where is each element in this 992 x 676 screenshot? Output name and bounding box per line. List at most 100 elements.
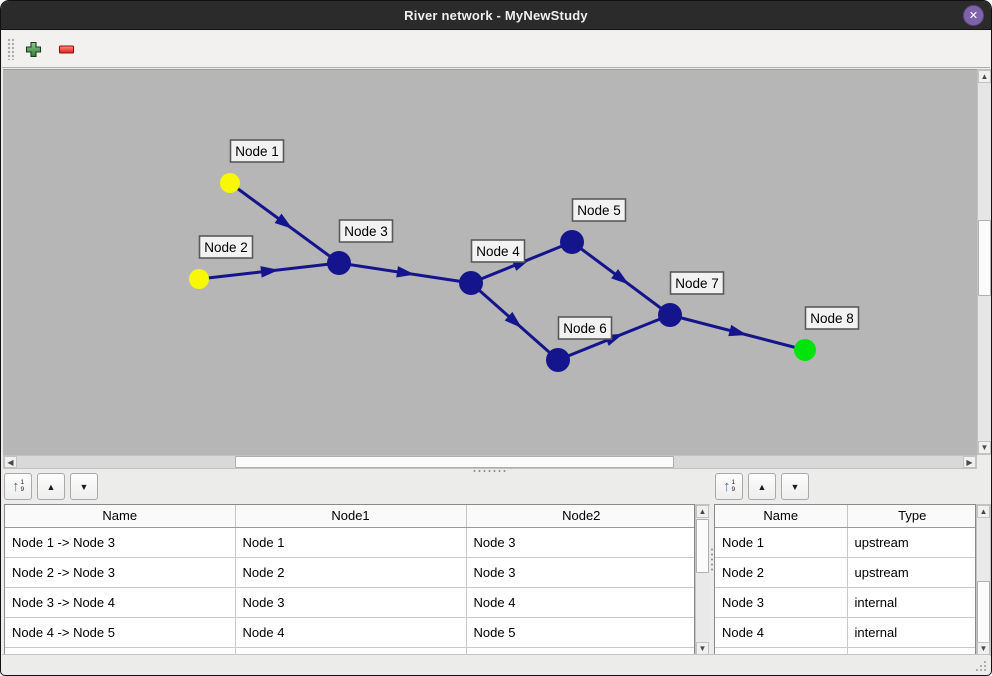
edge-arrow-icon bbox=[396, 266, 415, 278]
links-scroll-thumb[interactable] bbox=[696, 519, 709, 573]
svg-text:Node 7: Node 7 bbox=[675, 276, 719, 291]
canvas-horizontal-scrollbar[interactable]: ◀ ▶ bbox=[3, 455, 977, 469]
down-arrow-icon: ▼ bbox=[79, 481, 89, 492]
close-button[interactable]: ✕ bbox=[963, 5, 984, 26]
move-link-down-button[interactable]: ▼ bbox=[70, 473, 98, 500]
scroll-down-arrow-icon[interactable]: ▼ bbox=[978, 441, 991, 454]
links-table-scrollbar[interactable]: ▲ ▼ bbox=[695, 504, 711, 656]
node-node-2[interactable] bbox=[189, 269, 209, 289]
table-cell[interactable]: Node 5 bbox=[466, 617, 694, 648]
node-label[interactable]: Node 4 bbox=[470, 239, 526, 263]
column-header[interactable]: Type bbox=[847, 505, 975, 528]
table-cell[interactable]: Node 4 -> Node 5 bbox=[5, 617, 236, 648]
nodes-table-scrollbar[interactable]: ▲ ▼ bbox=[976, 504, 991, 656]
canvas-vscroll-thumb[interactable] bbox=[978, 220, 991, 296]
move-node-down-button[interactable]: ▼ bbox=[781, 473, 809, 500]
table-cell[interactable] bbox=[847, 647, 975, 655]
add-node-button[interactable] bbox=[20, 36, 46, 62]
svg-text:Node 8: Node 8 bbox=[810, 311, 854, 326]
node-node-3[interactable] bbox=[327, 251, 351, 275]
table-cell[interactable] bbox=[466, 647, 694, 655]
table-row-empty[interactable] bbox=[715, 647, 975, 655]
table-cell[interactable]: Node 4 bbox=[466, 587, 694, 618]
table-cell[interactable]: Node 2 -> Node 3 bbox=[5, 557, 236, 588]
table-cell[interactable]: Node 3 bbox=[466, 557, 694, 588]
table-cell[interactable]: Node 3 bbox=[235, 587, 467, 618]
node-node-5[interactable] bbox=[560, 230, 584, 254]
title-bar[interactable]: River network - MyNewStudy ✕ bbox=[1, 1, 991, 30]
table-cell[interactable]: Node 2 bbox=[715, 557, 848, 588]
table-row-empty[interactable] bbox=[5, 647, 694, 655]
table-cell[interactable]: Node 1 bbox=[715, 527, 848, 558]
node-node-4[interactable] bbox=[459, 271, 483, 295]
node-label[interactable]: Node 2 bbox=[198, 235, 254, 259]
table-cell[interactable]: internal bbox=[847, 617, 975, 648]
column-header[interactable]: Node1 bbox=[235, 505, 467, 528]
node-label[interactable]: Node 5 bbox=[571, 198, 627, 222]
table-cell[interactable]: Node 4 bbox=[715, 617, 848, 648]
resize-grip-icon[interactable] bbox=[974, 659, 987, 672]
node-label[interactable]: Node 6 bbox=[557, 316, 613, 340]
move-node-up-button[interactable]: ▲ bbox=[748, 473, 776, 500]
table-cell[interactable]: Node 2 bbox=[235, 557, 467, 588]
scroll-up-arrow-icon[interactable]: ▲ bbox=[978, 70, 991, 83]
edge-arrow-icon bbox=[274, 213, 293, 229]
splitter-handle-dots bbox=[472, 469, 506, 473]
table-cell[interactable]: Node 1 -> Node 3 bbox=[5, 527, 236, 558]
table-cell[interactable] bbox=[235, 647, 467, 655]
scroll-up-arrow-icon[interactable]: ▲ bbox=[977, 505, 990, 518]
table-cell[interactable] bbox=[5, 647, 236, 655]
node-node-6[interactable] bbox=[546, 348, 570, 372]
svg-text:Node 2: Node 2 bbox=[204, 240, 248, 255]
table-cell[interactable]: upstream bbox=[847, 557, 975, 588]
node-node-1[interactable] bbox=[220, 173, 240, 193]
svg-text:Node 6: Node 6 bbox=[563, 321, 607, 336]
remove-node-button[interactable] bbox=[53, 36, 79, 62]
node-node-8[interactable] bbox=[794, 339, 816, 361]
network-canvas[interactable]: Node 1 Node 2 Node 3 Node 4 Node 5 Node 6 Node… bbox=[3, 69, 977, 455]
horizontal-splitter[interactable] bbox=[2, 469, 990, 473]
node-node-7[interactable] bbox=[658, 303, 682, 327]
table-cell[interactable]: upstream bbox=[847, 527, 975, 558]
scroll-up-arrow-icon[interactable]: ▲ bbox=[696, 505, 709, 518]
node-label[interactable]: Node 3 bbox=[338, 219, 394, 243]
move-link-up-button[interactable]: ▲ bbox=[37, 473, 65, 500]
up-arrow-icon: ▲ bbox=[757, 481, 767, 492]
nodes-scroll-thumb[interactable] bbox=[977, 581, 990, 643]
node-label[interactable]: Node 7 bbox=[669, 271, 725, 295]
table-cell[interactable]: Node 1 bbox=[235, 527, 467, 558]
table-cell[interactable]: Node 3 -> Node 4 bbox=[5, 587, 236, 618]
scroll-left-arrow-icon[interactable]: ◀ bbox=[4, 456, 17, 468]
canvas-hscroll-thumb[interactable] bbox=[235, 456, 674, 468]
column-header[interactable]: Node2 bbox=[466, 505, 694, 528]
column-header[interactable]: Name bbox=[715, 505, 848, 528]
table-cell[interactable]: Node 3 bbox=[715, 587, 848, 618]
svg-text:Node 4: Node 4 bbox=[476, 244, 520, 259]
table-cell[interactable] bbox=[715, 647, 848, 655]
table-cell[interactable]: Node 4 bbox=[235, 617, 467, 648]
scroll-right-arrow-icon[interactable]: ▶ bbox=[963, 456, 976, 468]
table-cell[interactable]: internal bbox=[847, 587, 975, 618]
toolbar-drag-handle[interactable] bbox=[7, 38, 14, 60]
node-label[interactable]: Node 1 bbox=[229, 139, 285, 163]
vertical-splitter[interactable] bbox=[710, 504, 714, 656]
column-header[interactable]: Name bbox=[5, 505, 236, 528]
canvas-vertical-scrollbar[interactable]: ▲ ▼ bbox=[977, 69, 991, 455]
node-label[interactable]: Node 8 bbox=[804, 306, 860, 330]
table-cell[interactable]: Node 3 bbox=[466, 527, 694, 558]
